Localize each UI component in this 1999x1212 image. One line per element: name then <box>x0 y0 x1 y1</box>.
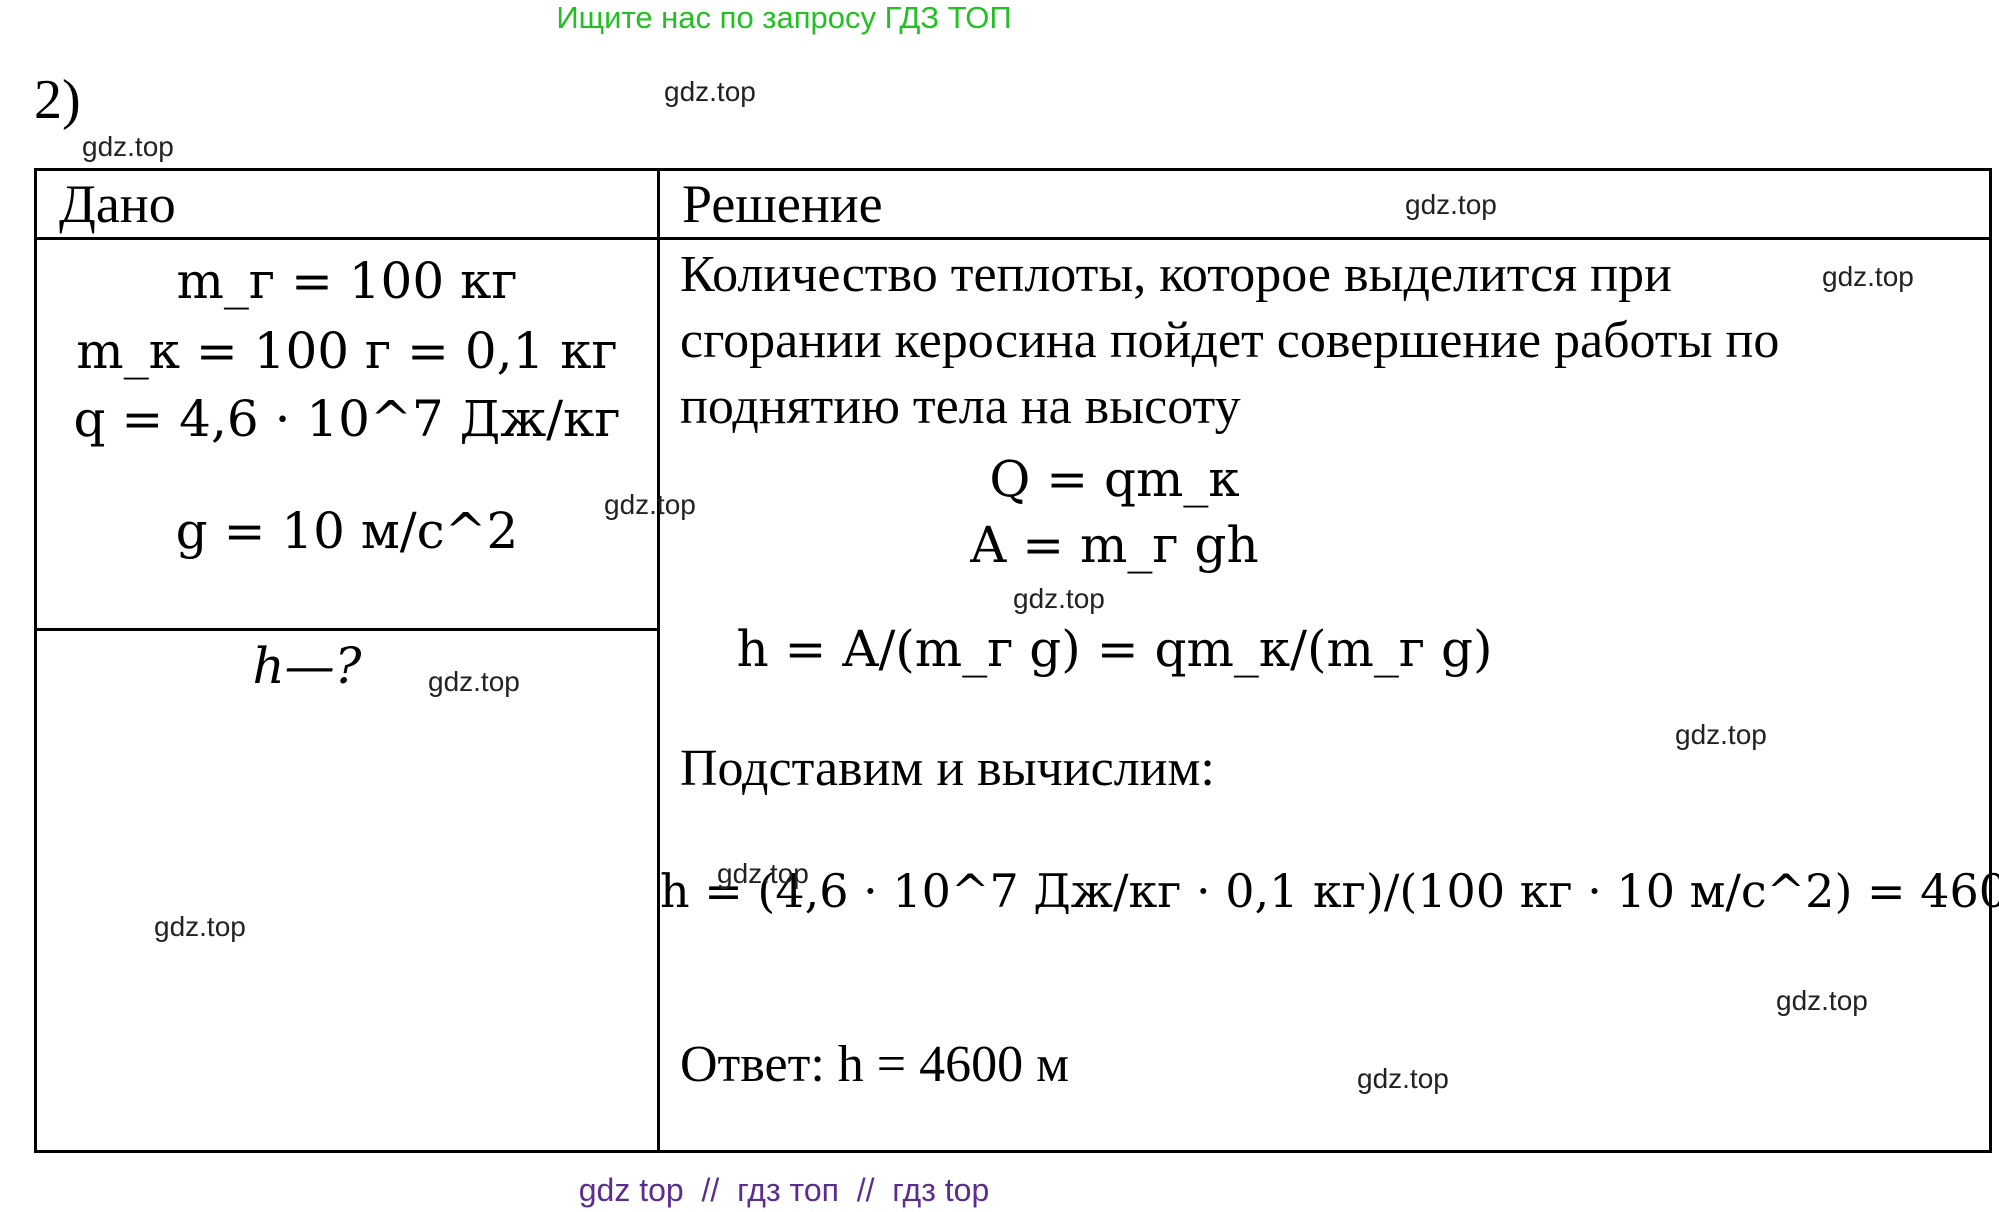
watermark: gdz.top <box>1675 719 1767 750</box>
given-gravity: g = 10 м/с^2 <box>175 502 519 560</box>
watermark: gdz.top <box>1776 985 1868 1016</box>
watermark: gdz.top <box>428 666 520 697</box>
solution-header: Решение <box>657 168 1992 240</box>
answer-line: Ответ: h = 4600 м <box>680 1032 1069 1098</box>
given-cell: m_г = 100 кг m_к = 100 г = 0,1 кг q = 4,… <box>34 237 660 631</box>
problem-number: 2) <box>34 69 81 131</box>
solution-intro: Количество теплоты, которое выделится пр… <box>680 246 1780 435</box>
formula-work: A = m_г gh <box>970 516 1259 574</box>
substitute-text: Подставим и вычислим: <box>680 740 1215 797</box>
watermark: gdz.top <box>1822 261 1914 292</box>
watermark: gdz.top <box>154 911 246 942</box>
calculation: h = (4,6 · 10^7 Дж/кг · 0,1 кг)/(100 кг … <box>660 864 1999 918</box>
watermark: gdz.top <box>1405 189 1497 220</box>
watermark: gdz.top <box>604 489 696 520</box>
formula-height: h = A/(m_г g) = qm_к/(m_г g) <box>736 620 1493 678</box>
search-banner: Ищите нас по запросу ГДЗ ТОП <box>556 0 1012 35</box>
find-cell: h—? <box>34 628 660 1153</box>
footer-links: gdz top // гдз топ // гдз top <box>578 1172 990 1208</box>
watermark: gdz.top <box>1357 1063 1449 1094</box>
answer-value: h = 4600 м <box>837 1036 1070 1093</box>
formula-heat: Q = qm_к <box>989 450 1240 508</box>
given-mass-kerosene: m_к = 100 г = 0,1 кг <box>76 322 618 380</box>
given-heat-value: q = 4,6 · 10^7 Дж/кг <box>73 390 621 448</box>
watermark: gdz.top <box>717 858 809 889</box>
find-height: h—? <box>252 637 362 695</box>
solution-cell: Количество теплоты, которое выделится пр… <box>657 237 1999 1153</box>
watermark: gdz.top <box>82 131 174 162</box>
given-mass-body: m_г = 100 кг <box>176 252 518 310</box>
watermark: gdz.top <box>1013 583 1105 614</box>
solution-table: Дано Решение m_г = 100 кг m_к = 100 г = … <box>34 168 1999 1153</box>
given-header: Дано <box>34 168 660 240</box>
answer-label: Ответ: <box>680 1036 825 1093</box>
watermark: gdz.top <box>664 76 756 107</box>
